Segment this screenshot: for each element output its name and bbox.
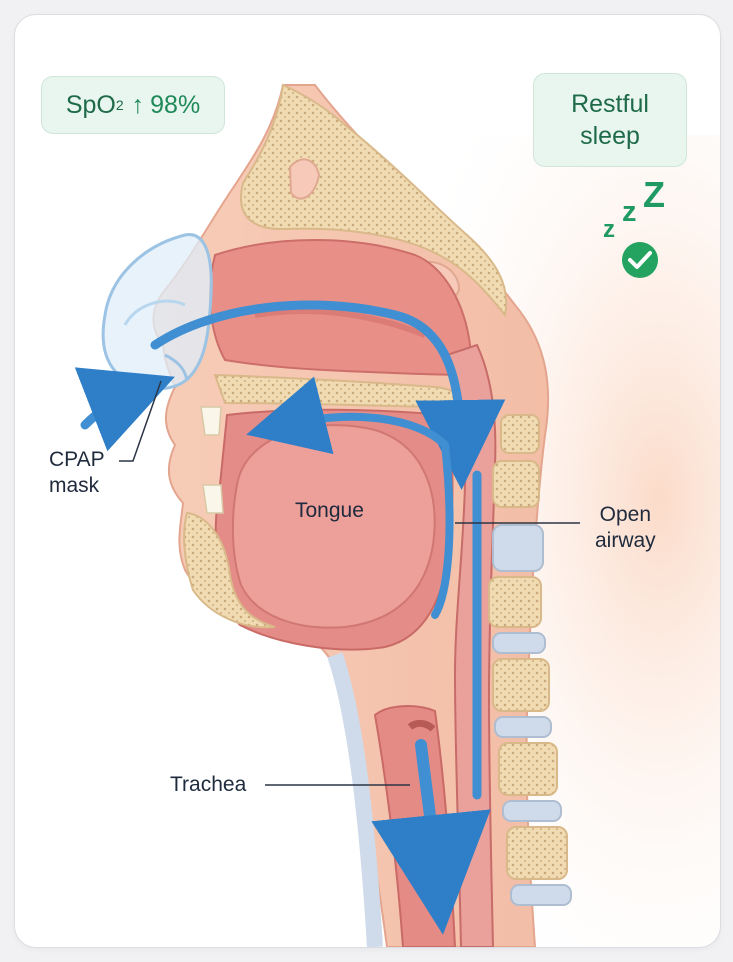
spo2-label: SpO bbox=[65, 90, 116, 119]
lower-teeth bbox=[202, 484, 224, 514]
spo2-subscript: 2 bbox=[115, 97, 124, 113]
sleep-line1: Restful bbox=[571, 90, 649, 118]
tongue bbox=[231, 424, 436, 629]
svg-text:z: z bbox=[622, 196, 637, 228]
airflow-arrow bbox=[74, 300, 506, 935]
tongue-label: Tongue bbox=[295, 499, 364, 522]
open-label-line2: airway bbox=[595, 529, 656, 552]
svg-text:z: z bbox=[603, 216, 615, 243]
leader-lines bbox=[119, 380, 580, 786]
sinus-cavity bbox=[288, 158, 321, 200]
sleep-line2: sleep bbox=[580, 122, 640, 150]
jaw-bone bbox=[183, 511, 276, 629]
open-label-line1: Open bbox=[599, 503, 652, 526]
trachea-label: Trachea bbox=[170, 773, 247, 796]
cpap-mask bbox=[101, 233, 213, 391]
sleep-zzz: z z Z bbox=[603, 174, 665, 243]
check-circle-icon bbox=[622, 242, 658, 278]
cpap-mask-label: CPAP mask bbox=[49, 447, 105, 499]
open-airway-label: Open airway bbox=[595, 502, 656, 554]
upper-teeth bbox=[200, 406, 222, 436]
skull-bone bbox=[240, 83, 508, 318]
up-arrow-icon: ↑ bbox=[131, 90, 145, 119]
airway-illustration: z z Z bbox=[74, 83, 720, 947]
spo2-value: 98% bbox=[150, 90, 201, 119]
cpap-label-line2: mask bbox=[49, 474, 100, 497]
restful-sleep-badge: Restful sleep bbox=[533, 73, 687, 167]
svg-text:Z: Z bbox=[643, 174, 665, 215]
cpap-label-line1: CPAP bbox=[49, 448, 105, 471]
glottis bbox=[407, 719, 436, 732]
